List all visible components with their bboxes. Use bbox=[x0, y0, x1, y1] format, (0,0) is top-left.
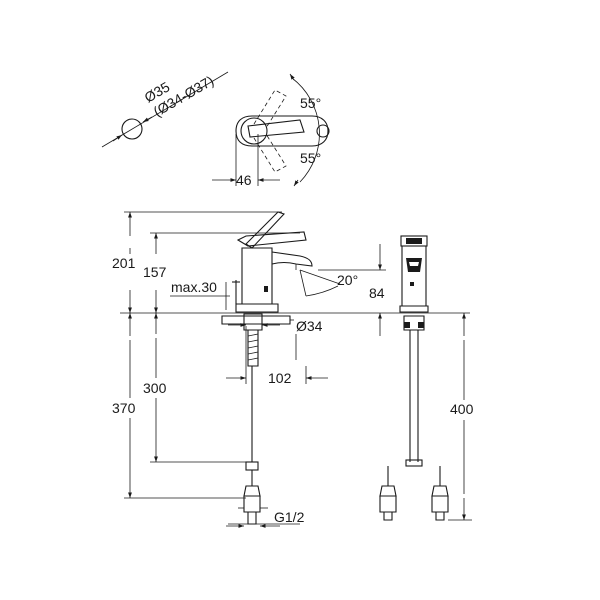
depth-400-label: 400 bbox=[450, 401, 474, 417]
hole-diameter-detail: Ø35 (Ø34-Ø37) bbox=[101, 71, 229, 148]
top-view-plan: 55° 55° 46 bbox=[212, 73, 330, 188]
height-201-label: 201 bbox=[112, 255, 136, 271]
width-46-label: 46 bbox=[236, 172, 252, 188]
angle-top-label: 55° bbox=[300, 95, 321, 111]
height-157-label: 157 bbox=[143, 264, 167, 280]
thread-g12-label: G1/2 bbox=[274, 509, 305, 525]
depth-370-label: 370 bbox=[112, 400, 136, 416]
spout-102-label: 102 bbox=[268, 370, 292, 386]
side-view: 400 bbox=[379, 235, 474, 521]
diameter-34-label: Ø34 bbox=[296, 318, 323, 334]
angle-bottom-label: 55° bbox=[300, 150, 321, 166]
diameter-leader-line bbox=[101, 71, 229, 148]
depth-300-label: 300 bbox=[143, 380, 167, 396]
front-view: 20° 84 max.30 Ø34 bbox=[112, 211, 470, 528]
reach-84-label: 84 bbox=[369, 285, 385, 301]
angle-20-label: 20° bbox=[337, 272, 358, 288]
max-30-label: max.30 bbox=[171, 279, 217, 295]
drill-hole-icon bbox=[121, 118, 143, 140]
